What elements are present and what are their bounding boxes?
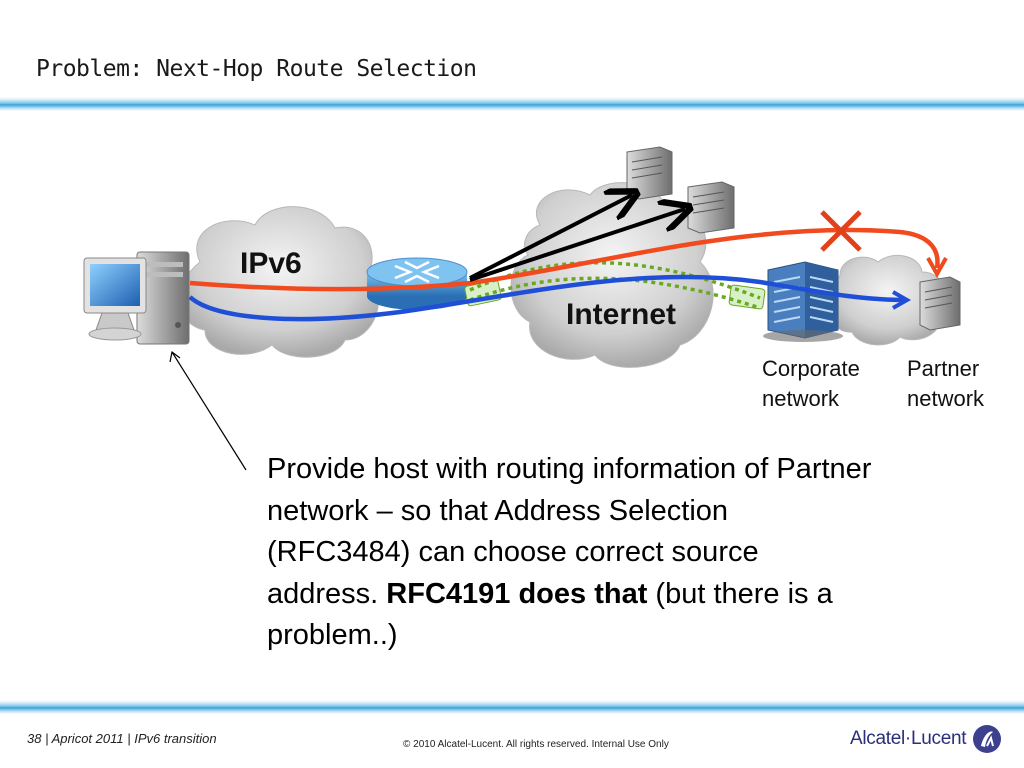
logo-text: Alcatel·Lucent xyxy=(850,728,967,749)
internet-cloud-label: Internet xyxy=(566,298,677,331)
ipv6-cloud-label: IPv6 xyxy=(240,247,302,280)
explanation-text: Provide host with routing information of… xyxy=(267,449,877,657)
server-icon-2 xyxy=(687,181,735,234)
slide-title: Problem: Next-Hop Route Selection xyxy=(36,56,477,82)
corporate-caption-line2: network xyxy=(762,386,840,411)
callout-arrow-head xyxy=(169,350,181,363)
red-arrow-head xyxy=(926,257,948,279)
corporate-caption-line1: Corporate xyxy=(762,356,860,381)
footer-copyright: © 2010 Alcatel-Lucent. All rights reserv… xyxy=(403,739,669,750)
server-icon-1 xyxy=(626,146,673,200)
logo-mark-icon xyxy=(973,725,1002,753)
corporate-building-icon xyxy=(763,261,843,342)
partner-caption-line2: network xyxy=(907,386,985,411)
partner-caption-line1: Partner xyxy=(907,356,980,381)
blocked-cross-icon xyxy=(820,210,862,252)
black-arrow-2 xyxy=(469,209,685,282)
ipv6-cloud xyxy=(179,206,379,358)
blue-route-path xyxy=(188,274,906,322)
host-computer-icon xyxy=(83,251,190,345)
header-stripe xyxy=(0,97,1024,111)
footer-stripe xyxy=(0,700,1024,714)
corporate-network-caption: Corporate network xyxy=(762,354,892,414)
explanation-tail: (but there is a problem..) xyxy=(267,577,833,652)
blue-arrow-head xyxy=(892,290,912,310)
partner-network-caption: Partner network xyxy=(907,354,1024,414)
red-route-path xyxy=(189,227,940,292)
explanation-bold: RFC4191 does that xyxy=(386,577,648,610)
alcatel-lucent-logo: Alcatel·Lucent xyxy=(850,724,1002,754)
footer-slide-info: 38 | Apricot 2011 | IPv6 transition xyxy=(27,731,217,746)
callout-line xyxy=(171,351,247,471)
black-arrow-1 xyxy=(469,195,632,280)
partner-server-icon xyxy=(919,276,961,331)
explanation-plain: Provide host with routing information of… xyxy=(267,453,872,610)
green-tunnel-path-lower xyxy=(469,276,761,310)
